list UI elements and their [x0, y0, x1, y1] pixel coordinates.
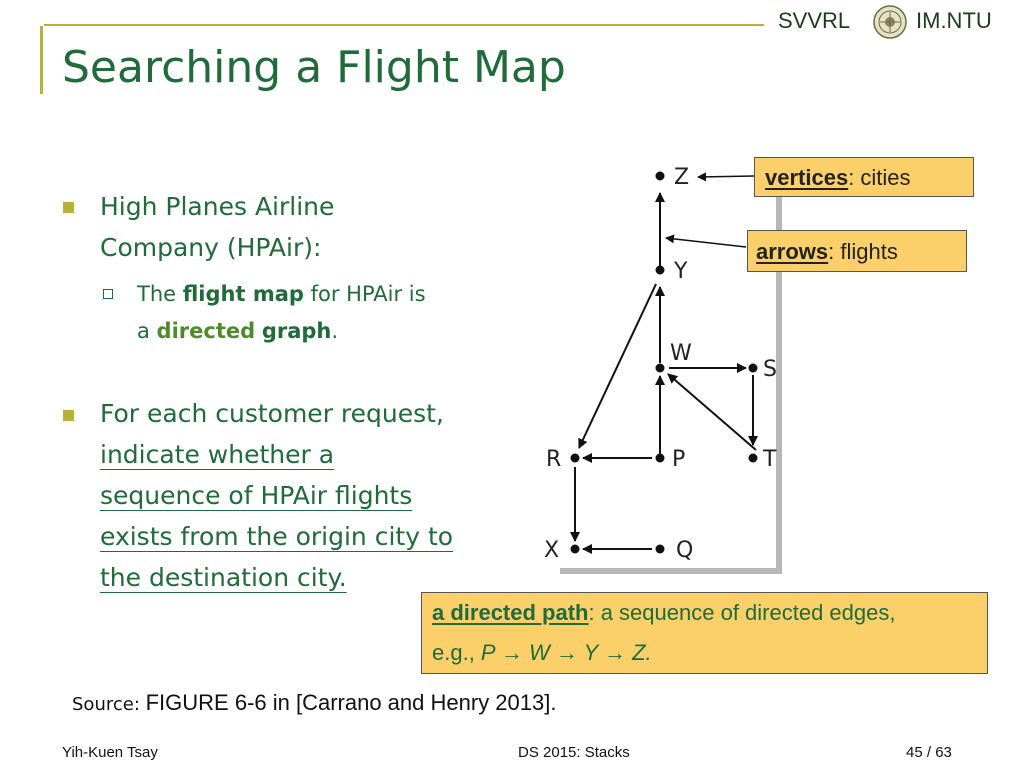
- brand-imntu: IM.NTU: [916, 8, 992, 33]
- bullet-2-text: For each customer request, indicate whet…: [100, 393, 453, 598]
- source-label: Source:: [72, 694, 146, 715]
- footer-page-number: 45 / 63: [906, 744, 952, 761]
- bullet-2-line-3: sequence of HPAir flights: [100, 481, 413, 510]
- term-flight-map: flight map: [182, 282, 304, 306]
- source-citation: Source: FIGURE 6-6 in [Carrano and Henry…: [72, 690, 556, 716]
- vertex-label-z: Z: [674, 165, 689, 190]
- brand-svvrl: SVVRL: [778, 8, 851, 33]
- sub-text-space: [255, 319, 262, 343]
- path-line-2: e.g., P → W → Y → Z.: [432, 633, 977, 673]
- pointer-arrows: [665, 234, 747, 248]
- bullet-2-line-5: the destination city.: [100, 563, 347, 592]
- callout-vertices: vertices: cities: [754, 157, 974, 197]
- callout-arrows-text: : flights: [828, 239, 898, 264]
- path-example: P → W → Y → Z.: [480, 640, 652, 665]
- bullet-2-line-2: indicate whether a: [100, 440, 335, 469]
- vertex-t: [748, 453, 758, 463]
- vertex-p: [655, 453, 665, 463]
- sub-bullet-marker: [103, 289, 113, 299]
- vertex-r: [570, 453, 580, 463]
- sub-bullet-line-2: a directed graph.: [137, 313, 426, 350]
- vertex-label-s: S: [763, 357, 777, 382]
- vertex-label-x: X: [544, 538, 559, 563]
- sub-text-mid: for HPAir is: [303, 282, 426, 306]
- vertex-s: [748, 363, 758, 373]
- bullet-2-line-1: For each customer request,: [100, 399, 444, 428]
- vertex-label-y: Y: [673, 259, 688, 284]
- sub-bullet-text: The flight map for HPAir is a directed g…: [137, 276, 426, 350]
- vertex-label-q: Q: [676, 538, 693, 563]
- edge-y-r: [578, 283, 657, 449]
- vertex-y: [655, 265, 665, 275]
- bullet-1-text: High Planes Airline Company (HPAir):: [100, 186, 334, 268]
- page-current: 45: [906, 744, 923, 761]
- callout-vertices-term: vertices: [765, 165, 849, 190]
- page-total: 63: [935, 744, 952, 761]
- footer-author: Yih-Kuen Tsay: [62, 744, 158, 761]
- callout-arrows: arrows: flights: [747, 230, 967, 272]
- callout-pointers: [665, 172, 755, 248]
- path-line-1: a directed path: a sequence of directed …: [432, 593, 977, 633]
- page-sep: /: [922, 744, 936, 761]
- bullet-marker: [63, 202, 74, 213]
- edge-t-w: [667, 373, 757, 451]
- sub-text-pre2: a: [137, 319, 157, 343]
- vertex-label-t: T: [762, 447, 777, 472]
- vertex-z: [655, 171, 665, 181]
- term-directed: directed: [156, 319, 256, 343]
- graph-panel: [554, 156, 776, 568]
- header-left-rule: [40, 26, 43, 94]
- slide-title: Searching a Flight Map: [62, 42, 566, 93]
- flight-map-graph: Z Y W S R P T X Q: [544, 156, 782, 574]
- vertex-label-p: P: [672, 447, 685, 472]
- bullet-marker: [63, 410, 74, 421]
- sub-text-post: .: [331, 319, 339, 343]
- pointer-vertices: [697, 172, 755, 182]
- bullet-2-line-4: exists from the origin city to: [100, 522, 454, 551]
- bullet-1-line-2: Company (HPAir):: [100, 233, 322, 262]
- sub-text-pre: The: [137, 282, 183, 306]
- footer-course: DS 2015: Stacks: [518, 744, 630, 761]
- callout-arrows-term: arrows: [756, 239, 829, 264]
- header-rule: [44, 24, 764, 26]
- vertex-x: [570, 544, 580, 554]
- sub-bullet-line-1: The flight map for HPAir is: [137, 276, 426, 313]
- vertex-label-w: W: [670, 341, 692, 366]
- vertex-q: [655, 544, 665, 554]
- vertex-label-r: R: [546, 447, 561, 472]
- path-definition: : a sequence of directed edges,: [588, 600, 896, 625]
- path-eg: e.g.,: [432, 640, 481, 665]
- callout-directed-path: a directed path: a sequence of directed …: [421, 592, 988, 674]
- university-seal-icon: [873, 5, 907, 39]
- bullet-1-line-1: High Planes Airline: [100, 192, 335, 221]
- term-directed-path: a directed path: [432, 600, 589, 625]
- source-text: FIGURE 6-6 in [Carrano and Henry 2013].: [145, 690, 557, 715]
- vertex-w: [655, 363, 665, 373]
- term-graph: graph: [261, 319, 332, 343]
- callout-vertices-text: : cities: [848, 165, 911, 190]
